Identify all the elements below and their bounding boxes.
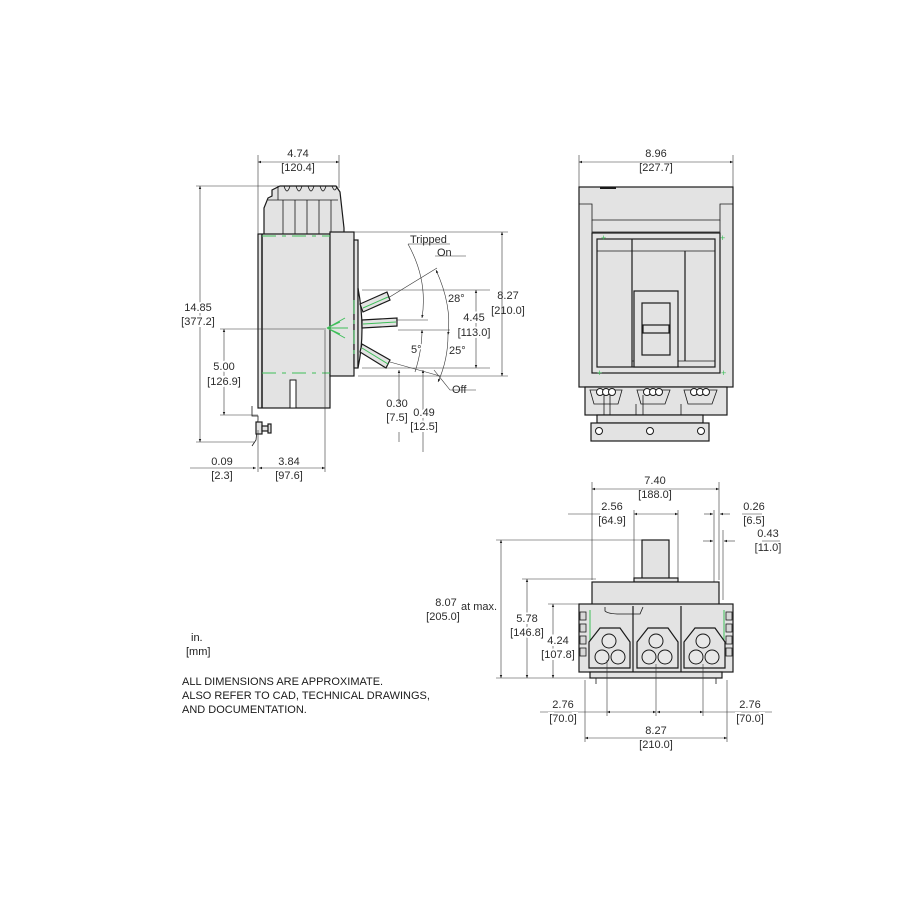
angle-tripped: 5° (411, 344, 422, 356)
dim-edge1-in: 0.26 (743, 501, 764, 513)
bottom-handle (641, 539, 670, 580)
unit-inch: in. (191, 632, 203, 644)
dim-handle-travel-in: 4.45 (463, 312, 484, 324)
dim-depth-mm: [97.6] (275, 470, 303, 482)
bottom-top-block (591, 581, 720, 607)
dim-pitch-right-in: 2.76 (739, 699, 760, 711)
svg-text:+: + (720, 233, 725, 243)
dim-handle-span-in: 8.27 (497, 290, 518, 302)
svg-text:+: + (601, 233, 606, 243)
label-off: Off (452, 384, 467, 396)
dim-handle-span-mm: [210.0] (491, 305, 525, 317)
side-view: 4.74 [120.4] 14.85 [377.2] 5.00 [126.9] … (179, 148, 525, 482)
dim-side-width-mm: [120.4] (281, 162, 315, 174)
bottom-view: 7.40 [188.0] 2.56 [64.9] 0.26 [6.5] 0.43… (426, 475, 781, 751)
dim-pitch-right-mm: [70.0] (736, 713, 764, 725)
dim-front-width-in: 8.96 (645, 148, 666, 160)
dim-height-mid-mm: [146.8] (510, 627, 544, 639)
pole-terminals (588, 627, 726, 669)
note-line-1: ALL DIMENSIONS ARE APPROXIMATE. (182, 676, 383, 688)
dim-edge1-mm: [6.5] (743, 515, 764, 527)
unit-mm: [mm] (186, 646, 210, 658)
dim-side-height-mm: [377.2] (181, 316, 215, 328)
dim-height-max-in: 8.07 (435, 597, 456, 609)
dim-handle-offset2-mm: [12.5] (410, 421, 438, 433)
dim-depth-in: 3.84 (278, 456, 299, 468)
dim-bottom-width-mm: [188.0] (638, 489, 672, 501)
dim-handle-offset1-in: 0.30 (386, 398, 407, 410)
dim-height-mid-in: 5.78 (516, 613, 537, 625)
front-cover (329, 231, 355, 377)
dim-height-max-mm: [205.0] (426, 611, 460, 623)
svg-text:+: + (597, 368, 602, 378)
note-line-2: ALSO REFER TO CAD, TECHNICAL DRAWINGS, (182, 690, 430, 702)
dim-pitch-left-mm: [70.0] (549, 713, 577, 725)
side-body (257, 233, 331, 409)
dim-edge2-in: 0.43 (757, 528, 778, 540)
angle-off: 25° (449, 345, 466, 357)
handle-on (359, 291, 391, 313)
dim-base-width-mm: [210.0] (639, 739, 673, 751)
angle-on: 28° (448, 293, 465, 305)
handle-positions (359, 291, 398, 369)
dim-handle-width-mm: [64.9] (598, 515, 626, 527)
dim-base-width-in: 8.27 (645, 725, 666, 737)
label-on: On (437, 247, 452, 259)
dim-side-height-in: 14.85 (184, 302, 212, 314)
dim-bottom-width-in: 7.40 (644, 475, 665, 487)
note-line-3: AND DOCUMENTATION. (182, 704, 307, 716)
dim-edge2-mm: [11.0] (755, 542, 782, 554)
dim-center-height-in: 5.00 (213, 361, 234, 373)
dim-handle-width-in: 2.56 (601, 501, 622, 513)
dim-height-low-in: 4.24 (547, 635, 568, 647)
dim-handle-offset2-in: 0.49 (413, 407, 434, 419)
dim-height-low-mm: [107.8] (541, 649, 575, 661)
dim-offset-in: 0.09 (211, 456, 232, 468)
dim-handle-offset1-mm: [7.5] (386, 412, 407, 424)
dim-front-width-mm: [227.7] (639, 162, 673, 174)
dim-center-height-mm: [126.9] (207, 376, 241, 388)
dim-handle-travel-mm: [113.0] (458, 327, 491, 339)
dim-side-width-in: 4.74 (287, 148, 308, 160)
dim-pitch-left-in: 2.76 (552, 699, 573, 711)
front-view: 8.96 [227.7] + + + + (578, 148, 734, 442)
svg-text:+: + (721, 368, 726, 378)
legend-notes: in. [mm] ALL DIMENSIONS ARE APPROXIMATE.… (182, 632, 430, 716)
label-tripped: Tripped (410, 234, 447, 246)
dim-offset-mm: [2.3] (211, 470, 232, 482)
dim-height-max-suffix: at max. (461, 601, 497, 613)
